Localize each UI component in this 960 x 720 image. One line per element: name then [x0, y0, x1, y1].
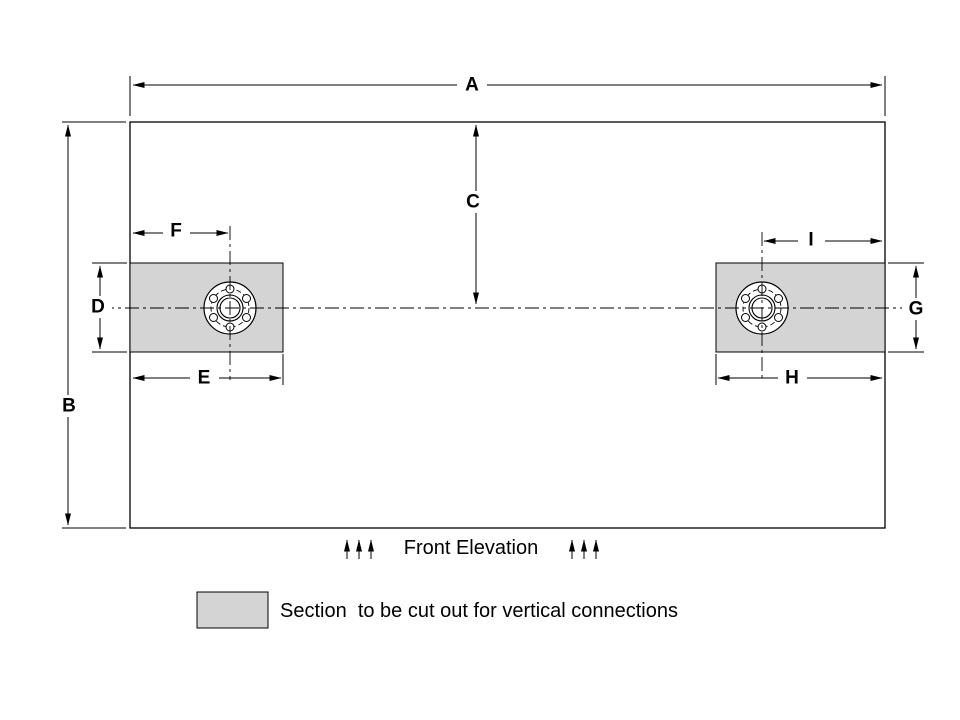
dimension-C: C: [459, 124, 487, 305]
dimension-D: D: [84, 262, 127, 353]
dimension-A: A: [129, 74, 886, 116]
label-bg: [84, 296, 112, 318]
dimension-E: E: [132, 354, 284, 389]
label-bg: [457, 74, 487, 96]
label-bg: [190, 368, 219, 389]
dim-label-E: E: [198, 368, 211, 389]
legend: Section to be cut out for vertical conne…: [196, 591, 678, 629]
dimension-H: H: [715, 354, 883, 389]
dimension-B: B: [56, 121, 126, 529]
label-bg: [56, 395, 82, 417]
dim-label-I: I: [808, 230, 813, 251]
dim-label-D: D: [91, 297, 105, 318]
up-arrows-left-icon: [344, 539, 374, 559]
dim-label-G: G: [909, 299, 924, 320]
dim-label-H: H: [785, 368, 799, 389]
view-caption-group: Front Elevation: [344, 537, 599, 559]
front-elevation-label: Front Elevation: [404, 537, 539, 559]
label-bg: [778, 368, 807, 389]
legend-text: Section to be cut out for vertical conne…: [280, 600, 678, 622]
label-bg: [163, 221, 190, 242]
dim-label-F: F: [170, 221, 182, 242]
up-arrows-right-icon: [569, 539, 599, 559]
label-bg: [902, 298, 930, 320]
left-cutout-section: [129, 262, 284, 353]
dimension-G: G: [888, 262, 930, 353]
dimension-F: F: [132, 221, 229, 242]
dim-label-C: C: [466, 192, 480, 213]
dimension-I: I: [763, 230, 883, 251]
label-bg: [798, 230, 825, 251]
dim-label-A: A: [465, 75, 479, 96]
dim-label-B: B: [62, 396, 76, 417]
legend-swatch: [196, 591, 269, 629]
label-bg: [459, 191, 487, 213]
